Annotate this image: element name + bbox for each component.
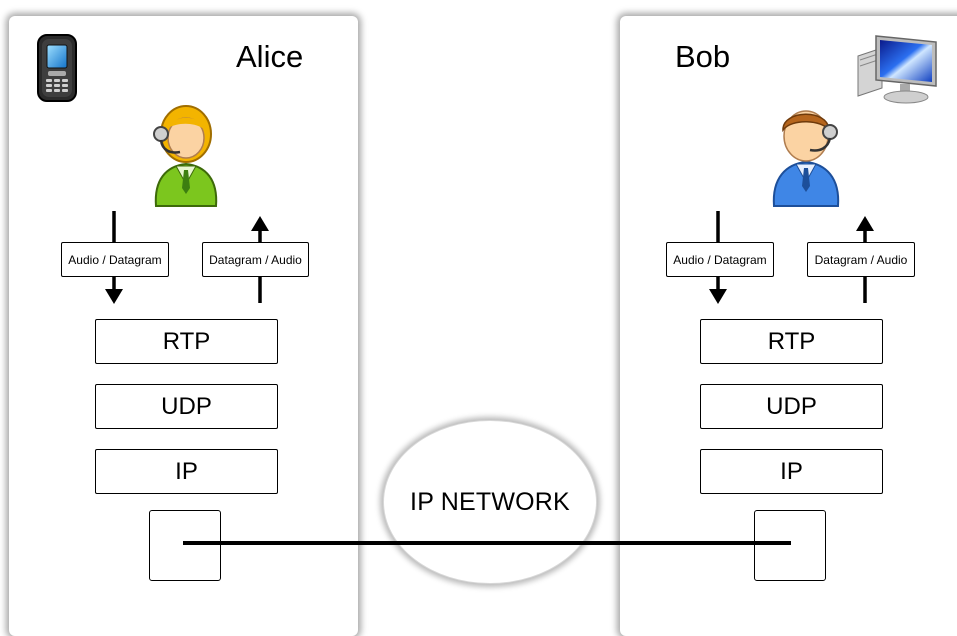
mobile-phone-icon (37, 34, 77, 102)
bob-name: Bob (675, 39, 731, 74)
alice-udp-layer: UDP (95, 384, 278, 429)
ip-network-label: IP NETWORK (410, 487, 570, 516)
bob-udp-layer: UDP (700, 384, 883, 429)
bob-rtp-layer: RTP (700, 319, 883, 364)
alice-network-interface (149, 510, 221, 581)
male-headset-operator-icon (772, 110, 840, 207)
network-link (183, 541, 791, 545)
bob-audio-datagram-label: Audio / Datagram (666, 242, 774, 277)
alice-name: Alice (236, 39, 304, 74)
bob-ip-layer: IP (700, 449, 883, 494)
alice-audio-datagram-label: Audio / Datagram (61, 242, 169, 277)
alice-ip-layer: IP (95, 449, 278, 494)
ip-network-cloud: IP NETWORK (383, 420, 597, 584)
female-headset-operator-icon (153, 105, 218, 207)
alice-datagram-audio-label: Datagram / Audio (202, 242, 309, 277)
bob-datagram-audio-label: Datagram / Audio (807, 242, 915, 277)
alice-rtp-layer: RTP (95, 319, 278, 364)
desktop-computer-icon (857, 35, 937, 104)
bob-network-interface (754, 510, 826, 581)
